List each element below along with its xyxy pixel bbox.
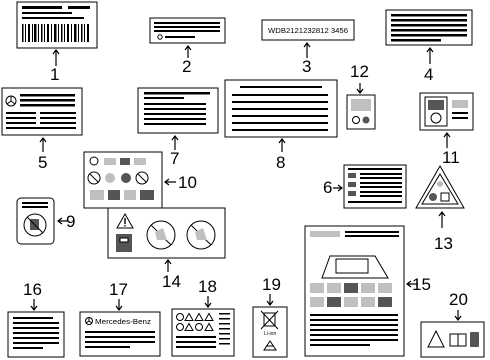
child-seat-prohibition-icon xyxy=(146,220,176,250)
leader-4 xyxy=(426,47,434,64)
callout-8: 8 xyxy=(276,153,285,172)
leader-14 xyxy=(164,259,172,272)
leader-15 xyxy=(406,280,418,288)
leader-3 xyxy=(303,42,311,58)
leader-20 xyxy=(454,310,462,321)
callout-11: 11 xyxy=(442,148,460,167)
child-seat-prohibition-icon xyxy=(186,220,216,250)
airbag-warning-icon xyxy=(87,171,101,185)
leader-6 xyxy=(333,184,343,192)
callout-2: 2 xyxy=(182,57,191,76)
callout-18: 18 xyxy=(198,277,217,296)
callout-7: 7 xyxy=(170,149,179,168)
recycling-icon xyxy=(263,340,277,351)
label-9 xyxy=(16,197,55,245)
leader-12 xyxy=(356,83,364,94)
leader-8 xyxy=(278,138,286,152)
leader-10 xyxy=(164,178,176,186)
leader-11 xyxy=(443,132,451,148)
battery-warning-icon xyxy=(470,332,479,347)
label-18 xyxy=(171,308,235,357)
label-11 xyxy=(419,92,474,131)
callout-15: 15 xyxy=(412,275,431,294)
leader-1 xyxy=(52,49,60,66)
mercedes-star-icon xyxy=(85,317,93,325)
leader-16 xyxy=(30,299,38,311)
label-20 xyxy=(420,321,485,358)
label-7 xyxy=(137,87,219,134)
brand-label-text: Mercedes-Benz xyxy=(95,317,151,326)
child-seat-prohibition-icon xyxy=(23,213,47,237)
callout-10: 10 xyxy=(178,173,197,192)
callout-12: 12 xyxy=(350,62,369,81)
callout-5: 5 xyxy=(38,153,47,172)
leader-13 xyxy=(438,211,446,228)
label-16 xyxy=(7,311,65,358)
leader-19 xyxy=(266,294,274,306)
callout-3: 3 xyxy=(302,57,311,76)
label-13 xyxy=(415,164,465,209)
callout-16: 16 xyxy=(23,280,42,299)
label-17: Mercedes-Benz xyxy=(79,311,161,357)
leader-2 xyxy=(184,45,192,58)
label-14 xyxy=(107,207,226,259)
callout-4: 4 xyxy=(424,65,433,84)
callout-13: 13 xyxy=(434,234,453,253)
label-5 xyxy=(1,87,83,136)
callout-14: 14 xyxy=(162,272,181,291)
label-12 xyxy=(346,94,376,130)
label-4 xyxy=(385,9,473,46)
callout-1: 1 xyxy=(50,65,59,84)
leader-9 xyxy=(57,217,68,225)
barcode-icon xyxy=(22,24,89,42)
airbag-warning-icon xyxy=(116,212,134,229)
label-2 xyxy=(149,17,226,44)
label-1 xyxy=(16,1,98,49)
leader-18 xyxy=(204,296,212,308)
label-19: Li-ion xyxy=(252,306,288,358)
leader-5 xyxy=(39,137,47,152)
callout-19: 19 xyxy=(262,275,281,294)
label-8 xyxy=(224,79,338,138)
label-10 xyxy=(83,151,163,209)
callout-9: 9 xyxy=(66,212,75,231)
vin-label-text: WDB2121232812 3456 xyxy=(268,26,348,35)
label-15 xyxy=(304,225,405,357)
crossed-bin-icon xyxy=(260,310,279,330)
leader-17 xyxy=(115,299,123,311)
label-6 xyxy=(343,164,407,209)
label-3: WDB2121232812 3456 xyxy=(261,19,355,41)
recycling-text: Li-ion xyxy=(264,331,276,337)
callout-17: 17 xyxy=(109,280,128,299)
callout-20: 20 xyxy=(449,290,468,309)
leader-7 xyxy=(171,135,179,150)
callout-6: 6 xyxy=(323,178,332,197)
